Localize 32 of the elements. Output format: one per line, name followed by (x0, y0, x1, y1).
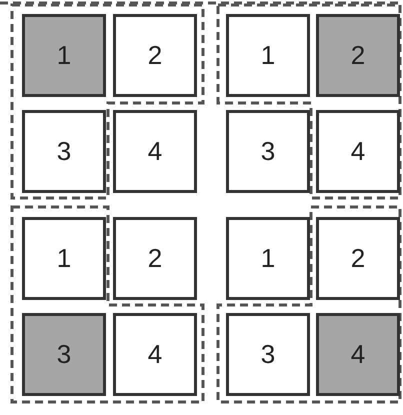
numbered-square (226, 110, 310, 193)
number-label: 2 (148, 39, 162, 72)
number-label: 1 (260, 39, 276, 72)
numbered-square (113, 14, 197, 97)
number-label: 2 (350, 242, 366, 275)
numbered-square (22, 217, 106, 300)
number-label: 1 (56, 242, 72, 275)
number-label: 4 (148, 338, 162, 371)
numbered-square (22, 110, 106, 193)
numbered-square (22, 14, 106, 97)
numbered-square (113, 313, 197, 396)
numbered-square (226, 217, 310, 300)
number-label: 4 (148, 135, 162, 168)
number-label: 3 (260, 338, 276, 371)
number-label: 4 (350, 338, 366, 371)
numbered-square (226, 14, 310, 97)
numbered-square (113, 110, 197, 193)
number-label: 3 (56, 338, 72, 371)
number-label: 1 (260, 242, 276, 275)
numbered-square (22, 313, 106, 396)
numbered-square (226, 313, 310, 396)
number-label: 2 (148, 242, 162, 275)
number-label: 3 (260, 135, 276, 168)
numbered-square (316, 313, 400, 396)
number-label: 2 (350, 39, 366, 72)
number-label: 4 (350, 135, 366, 168)
number-label: 1 (56, 39, 72, 72)
number-label: 3 (56, 135, 72, 168)
numbered-square (316, 110, 400, 193)
numbered-square (113, 217, 197, 300)
numbered-square (316, 217, 400, 300)
numbered-square (316, 14, 400, 97)
